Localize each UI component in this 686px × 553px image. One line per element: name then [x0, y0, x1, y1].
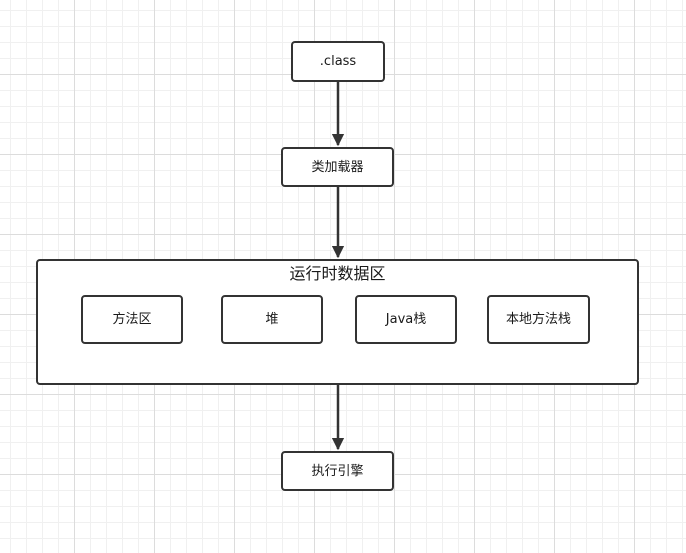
method-area-label: 方法区 [112, 312, 152, 327]
java-stack-node[interactable]: Java栈 [355, 295, 457, 344]
heap-node[interactable]: 堆 [221, 295, 323, 344]
class-loader-label: 类加载器 [311, 159, 364, 175]
heap-label: 堆 [265, 312, 279, 327]
class-file-label: .class [319, 54, 357, 69]
execution-engine-node[interactable]: 执行引擎 [281, 451, 394, 491]
execution-engine-label: 执行引擎 [311, 463, 364, 479]
native-method-stack-node[interactable]: 本地方法栈 [487, 295, 590, 344]
class-file-node[interactable]: .class [291, 41, 385, 82]
java-stack-label: Java栈 [385, 312, 427, 327]
runtime-data-area-title: 运行时数据区 [289, 264, 386, 283]
native-method-stack-label: 本地方法栈 [505, 312, 571, 327]
class-loader-node[interactable]: 类加载器 [281, 147, 394, 187]
runtime-data-area[interactable]: 运行时数据区 方法区 堆 Java栈 本地方法栈 [36, 259, 639, 385]
method-area-node[interactable]: 方法区 [81, 295, 183, 344]
